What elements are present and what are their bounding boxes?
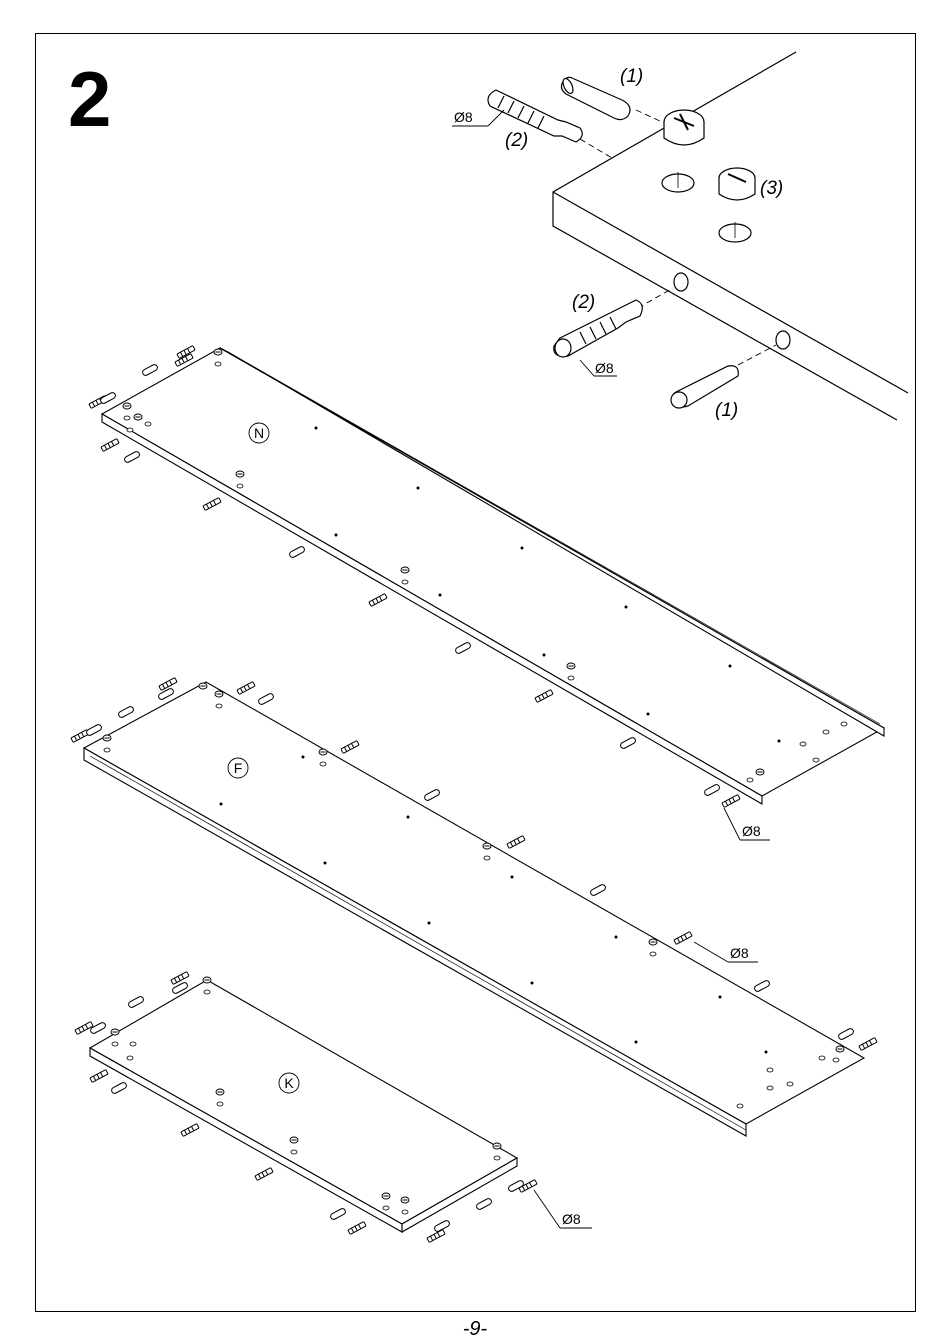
detail-bolt-lower bbox=[554, 300, 642, 357]
panel-k-label: K bbox=[279, 1073, 299, 1093]
callout-diameter-2: Ø8 bbox=[580, 360, 617, 376]
detail-cam-lock bbox=[719, 168, 755, 200]
svg-text:Ø8: Ø8 bbox=[454, 109, 473, 125]
svg-text:Ø8: Ø8 bbox=[562, 1211, 581, 1227]
callout-diameter-1: Ø8 bbox=[452, 109, 504, 126]
panel-n-label: N bbox=[249, 423, 269, 443]
callout-diameter-4: Ø8 bbox=[694, 942, 758, 962]
svg-text:K: K bbox=[284, 1075, 294, 1091]
panel-k bbox=[90, 980, 517, 1232]
svg-text:Ø8: Ø8 bbox=[730, 945, 749, 961]
svg-text:F: F bbox=[234, 760, 243, 776]
detail-cam-top bbox=[664, 110, 704, 145]
label-bolt-lower: (2) bbox=[572, 292, 595, 313]
callout-diameter-5: Ø8 bbox=[534, 1190, 592, 1228]
label-bolt-top: (2) bbox=[505, 130, 528, 151]
callout-diameter-3: Ø8 bbox=[724, 808, 770, 840]
label-dowel-top: (1) bbox=[620, 66, 643, 87]
svg-text:N: N bbox=[254, 425, 264, 441]
detail-bolt-top bbox=[488, 90, 582, 142]
svg-text:Ø8: Ø8 bbox=[742, 823, 761, 839]
panel-f-label: F bbox=[228, 758, 248, 778]
label-dowel-lower: (1) bbox=[715, 400, 738, 421]
label-cam-lock: (3) bbox=[760, 178, 783, 199]
svg-text:Ø8: Ø8 bbox=[595, 360, 614, 376]
